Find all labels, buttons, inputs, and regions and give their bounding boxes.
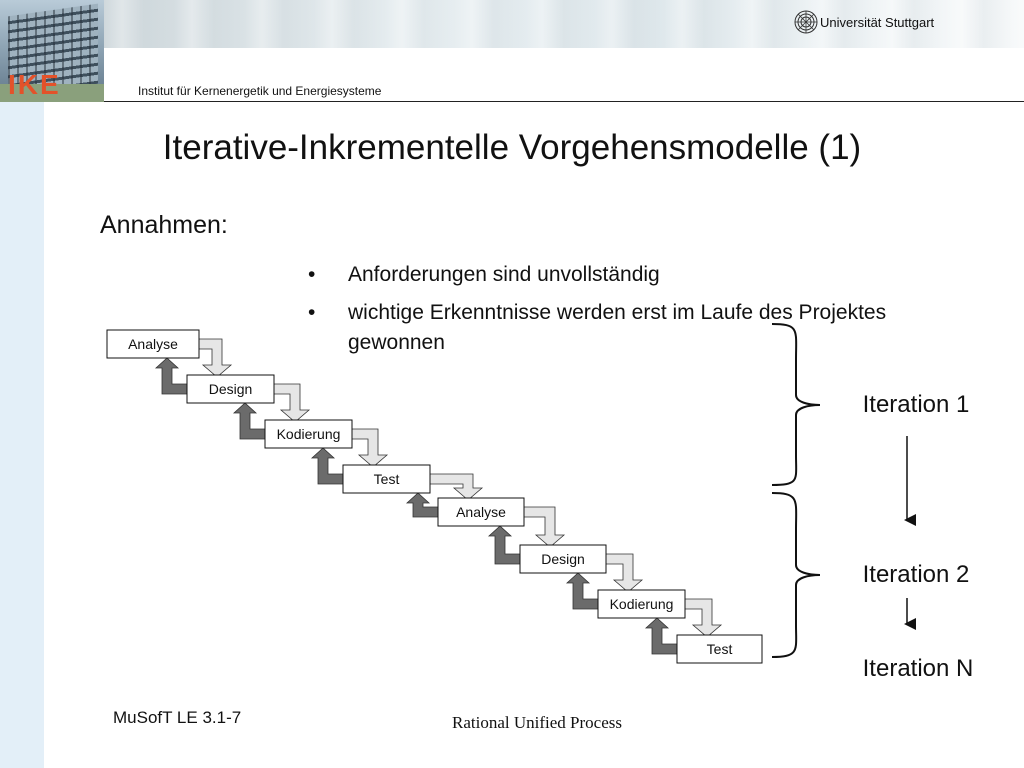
iteration-1-label: Iteration 1	[863, 391, 970, 418]
university-logo-icon	[794, 10, 818, 34]
footer-course-id: MuSofT LE 3.1-7	[113, 708, 242, 727]
phase-arrows	[154, 338, 723, 655]
forward-arrow	[351, 428, 389, 468]
phase-box	[437, 497, 525, 527]
bullet-dot: •	[308, 263, 316, 286]
phase-label: Test	[707, 641, 733, 657]
iteration-2-label: Iteration 2	[863, 561, 970, 588]
forward-arrow	[198, 338, 233, 378]
iteration-n-label: Iteration N	[863, 655, 974, 682]
feedback-arrow	[487, 525, 521, 565]
slide-title: Iterative-Inkrementelle Vorgehensmodelle…	[162, 128, 862, 167]
ground	[0, 84, 104, 102]
phase-box	[519, 544, 607, 574]
phase-label: Design	[209, 381, 253, 397]
phase-box	[106, 329, 200, 359]
side-bar	[0, 102, 44, 768]
bullet-list: • Anforderungen sind unvollständig • wic…	[308, 260, 908, 366]
ike-logo: IKE	[8, 69, 61, 100]
university-name: Universität Stuttgart	[820, 15, 935, 30]
phase-label: Kodierung	[277, 426, 341, 442]
phase-label: Analyse	[456, 504, 506, 520]
phase-box	[676, 634, 763, 664]
phase-label: Design	[541, 551, 585, 567]
phase-label: Test	[374, 471, 400, 487]
forward-arrow	[684, 598, 723, 638]
bullet-item: • Anforderungen sind unvollständig	[308, 260, 908, 290]
feedback-arrow	[310, 447, 344, 485]
phase-label: Kodierung	[610, 596, 674, 612]
forward-arrow	[605, 553, 644, 593]
header-divider	[104, 101, 1024, 102]
feedback-arrow	[644, 617, 678, 655]
iteration-2-brace	[771, 492, 821, 658]
feedback-arrow	[232, 402, 266, 440]
footer-caption: Rational Unified Process	[452, 713, 622, 732]
bullet-item: • wichtige Erkenntnisse werden erst im L…	[308, 298, 908, 358]
phase-box	[342, 464, 431, 494]
header-band	[104, 0, 1024, 48]
forward-arrow	[273, 383, 311, 423]
bullet-dot: •	[308, 301, 316, 324]
bullet-text: Anforderungen sind unvollständig	[348, 263, 660, 286]
phase-label: Analyse	[128, 336, 178, 352]
feedback-arrow	[565, 572, 599, 610]
assumptions-heading: Annahmen:	[100, 211, 228, 239]
phase-box	[264, 419, 353, 449]
feedback-arrow	[405, 492, 439, 518]
phase-boxes: AnalyseDesignKodierungTestAnalyseDesignK…	[106, 329, 763, 664]
feedback-arrow	[154, 357, 188, 395]
phase-box	[186, 374, 275, 404]
institute-name: Institut für Kernenergetik und Energiesy…	[138, 84, 382, 98]
bullet-text: wichtige Erkenntnisse werden erst im Lau…	[348, 301, 887, 354]
building-photo	[0, 0, 104, 102]
iteration-1-brace	[771, 323, 821, 486]
phase-box	[597, 589, 686, 619]
forward-arrow	[429, 473, 484, 501]
forward-arrow	[523, 506, 566, 548]
